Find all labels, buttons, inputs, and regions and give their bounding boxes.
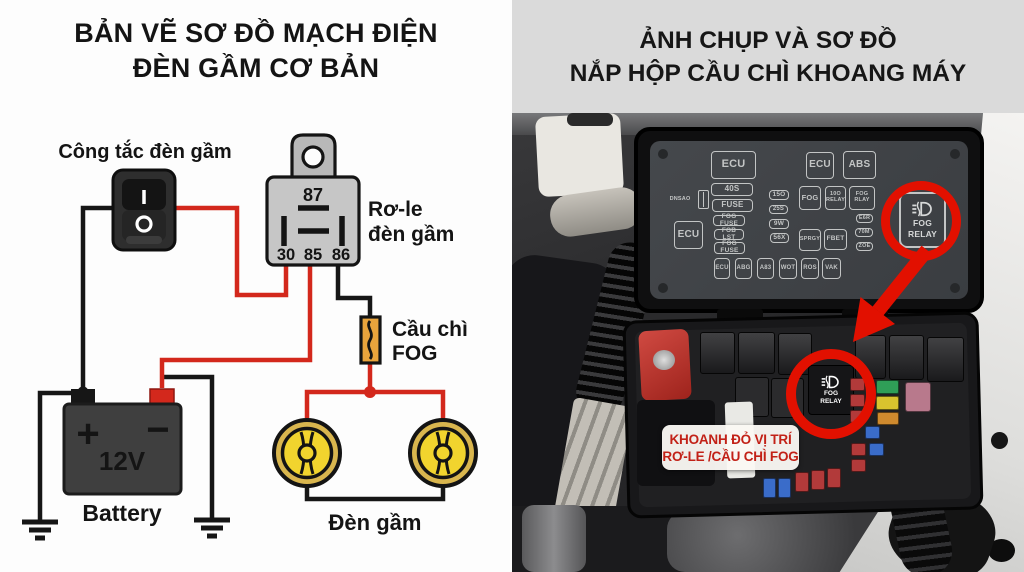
relay-tab-hole	[301, 145, 325, 169]
relay-label-line2: đèn gầm	[368, 223, 454, 246]
mini-fuse-orange	[877, 412, 899, 425]
left-title-line2: ĐÈN GẦM CƠ BẢN	[132, 53, 380, 83]
cover-label-text: DNSAO	[669, 195, 691, 202]
battery-label: Battery	[82, 500, 161, 526]
switch-off-mark	[135, 215, 153, 233]
cover-label-box: FBET	[824, 229, 847, 250]
relay-pin-30: 30	[277, 246, 295, 264]
cover-label-box: ABG	[735, 258, 752, 279]
left-panel-title: BẢN VẼ SƠ ĐỒ MẠCH ĐIỆN ĐÈN GẦM CƠ BẢN	[0, 16, 512, 86]
circuit-diagram: Công tắc đèn gầm 87 30 85 86 Rơ-le đèn g…	[22, 133, 478, 541]
fuse-symbol-icon	[698, 190, 709, 209]
right-title-line2: NẮP HỘP CẦU CHÌ KHOANG MÁY	[569, 59, 967, 87]
mini-fuse-blue	[869, 443, 884, 456]
relay-cube	[700, 332, 735, 374]
battery-voltage: 12V	[99, 446, 146, 476]
cover-label-box: 15O	[769, 190, 789, 200]
photo-panel: ẢNH CHỤP VÀ SƠ ĐỒ NẮP HỘP CẦU CHÌ KHOANG…	[512, 0, 1024, 572]
cover-label-box: FUSE	[712, 199, 753, 212]
cover-label-box: E6R	[856, 214, 873, 223]
mini-fuse-red	[811, 470, 825, 490]
cover-label-box: WOT	[779, 258, 797, 279]
mini-fuse-red	[851, 459, 866, 472]
mini-fuse-blue	[763, 478, 776, 498]
cover-label-box: ZOE	[856, 242, 873, 251]
cover-label-box: 10O RELAY	[825, 186, 846, 210]
right-panel-title: ẢNH CHỤP VÀ SƠ ĐỒ NẮP HỘP CẦU CHÌ KHOANG…	[512, 0, 1024, 113]
switch-label: Công tắc đèn gầm	[58, 139, 231, 163]
annotation-line1: KHOANH ĐỎ VỊ TRÍ	[669, 431, 792, 447]
cover-highlight-circle	[881, 181, 961, 261]
fog-fuse	[359, 315, 382, 365]
mini-fuse-blue	[865, 426, 880, 439]
ground-wires	[37, 205, 446, 520]
engine-bay-photo: ECU ECU ABS DNSAO 40S FUSE FOG FUSE FOB …	[512, 113, 1024, 572]
cover-label-box: ECU	[806, 152, 834, 179]
cover-label-box: 56X	[770, 233, 789, 243]
relay-cube	[927, 337, 964, 382]
relay-label-line1: Rơ-le	[368, 198, 423, 221]
cover-label-box: VAK	[822, 258, 841, 279]
mini-fuse-red	[795, 472, 809, 492]
silver-cylinder	[522, 505, 586, 572]
mini-fuse-yellow	[876, 396, 899, 410]
battery-minus: −	[146, 408, 169, 452]
relay-pin-87: 87	[303, 185, 323, 205]
cover-label-box: FOG RLAY	[849, 186, 875, 210]
cover-label-box: ROS	[801, 258, 819, 279]
cover-label-box: SPRGY	[799, 229, 821, 251]
fuse-label-line1: Cầu chì	[392, 318, 468, 341]
cover-screw	[658, 149, 668, 159]
relay-pink	[905, 382, 931, 412]
cover-label-box: ECU	[674, 221, 703, 249]
relay: 87 30 85 86	[265, 133, 361, 267]
cover-label-box: ABS	[843, 151, 876, 179]
cover-label-box: 9W	[769, 219, 789, 229]
fuse-label-line2: FOG	[392, 342, 438, 365]
lamps-label: Đèn gầm	[329, 510, 422, 535]
fog-lamp-right	[408, 418, 478, 488]
wiring-diagram-panel: BẢN VẼ SƠ ĐỒ MẠCH ĐIỆN ĐÈN GẦM CƠ BẢN	[0, 0, 512, 572]
battery-plus: +	[76, 412, 99, 456]
mini-fuse-green	[876, 380, 899, 394]
battery: + − 12V	[62, 388, 183, 496]
ground-symbol-left	[22, 519, 58, 541]
mini-fuse-red	[851, 443, 866, 456]
unit-highlight-circle	[786, 349, 876, 439]
cover-label-box: A83	[757, 258, 774, 279]
terminal-nut	[653, 350, 675, 370]
cover-label-box: FOG FUSE	[714, 240, 745, 254]
cover-screw	[950, 149, 960, 159]
cover-screw	[658, 283, 668, 293]
left-title-line1: BẢN VẼ SƠ ĐỒ MẠCH ĐIỆN	[74, 18, 438, 48]
cover-label-box: 25S	[769, 205, 788, 214]
annotation-line2: RƠ-LE /CẦU CHÌ FOG	[662, 448, 799, 464]
cover-label-box: FOG	[799, 186, 821, 210]
relay-cube	[889, 335, 924, 380]
cover-label-box: 70M	[855, 228, 873, 237]
fog-lamp-left	[272, 418, 342, 488]
right-title-line1: ẢNH CHỤP VÀ SƠ ĐỒ	[639, 26, 897, 54]
relay-cube	[738, 332, 775, 374]
reservoir-cap	[567, 113, 613, 126]
cover-label-box: ECU	[711, 151, 756, 179]
cover-label-box: FOB LST	[714, 227, 744, 240]
mini-fuse-blue	[778, 478, 791, 498]
mini-fuse-red	[827, 468, 841, 488]
annotation-note: KHOANH ĐỎ VỊ TRÍ RƠ-LE /CẦU CHÌ FOG	[662, 425, 799, 470]
junction-dot-red	[364, 386, 376, 398]
cover-label-box: FOG FUSE	[713, 213, 745, 226]
fender-hole-large	[988, 539, 1015, 562]
fender-hole-small	[991, 432, 1008, 449]
ground-symbol-right	[194, 517, 230, 539]
fog-switch	[111, 168, 177, 252]
cover-screw	[950, 283, 960, 293]
cover-label-box: ECU	[714, 258, 730, 279]
relay-pin-85: 85	[304, 246, 322, 264]
relay-pin-86: 86	[332, 246, 350, 264]
cover-label-box: 40S	[711, 183, 753, 196]
